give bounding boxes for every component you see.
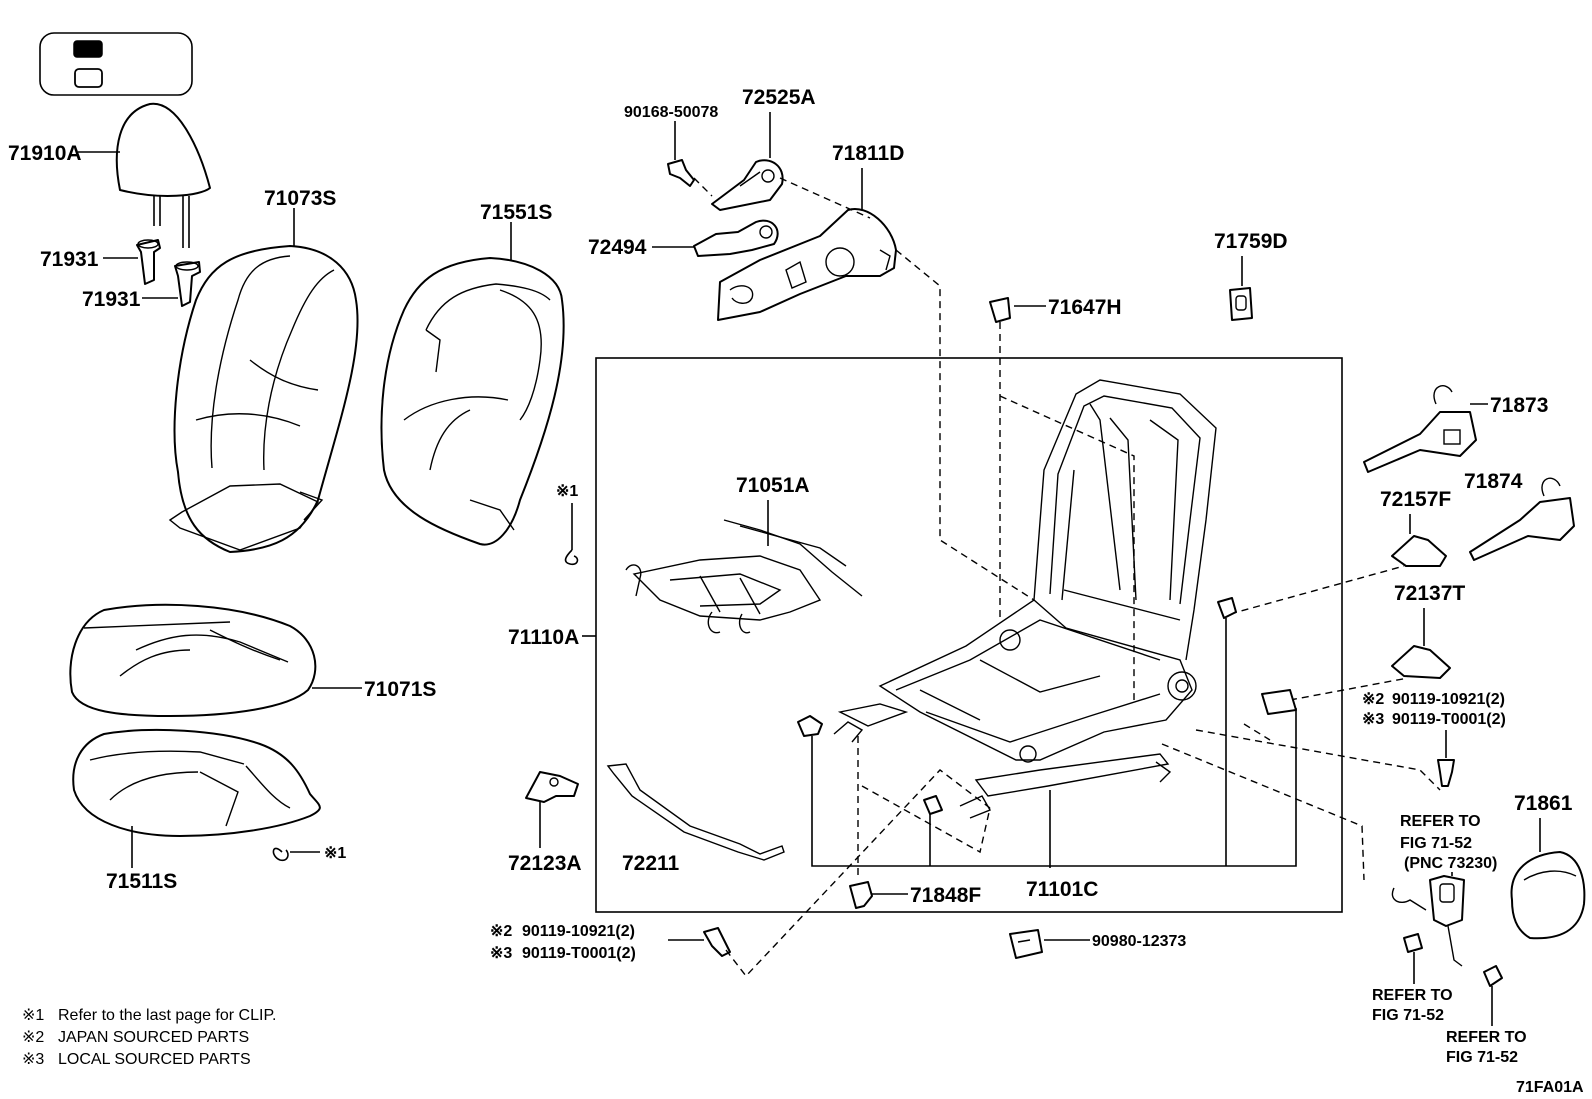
cover-71861[interactable] — [1510, 851, 1586, 940]
spring-assy-71051a[interactable] — [625, 519, 863, 634]
bolt-ref-right-mark2: ※2 — [1362, 691, 1384, 708]
footnote-mark-2: ※2 — [22, 1029, 44, 1046]
bolt-90168[interactable] — [667, 159, 695, 187]
footnote-mark-3: ※3 — [22, 1051, 44, 1068]
footnotes: ※1 Refer to the last page for CLIP. ※2 J… — [22, 1007, 277, 1068]
refer-to-upper-line2[interactable]: FIG 71-52 — [1400, 835, 1472, 852]
part-label-71811d[interactable]: 71811D — [832, 142, 904, 165]
seat-cushion-cover[interactable] — [69, 603, 317, 717]
part-label-71071s[interactable]: 71071S — [364, 678, 436, 701]
seat-frame-71101c[interactable] — [833, 379, 1217, 819]
part-label-72123a[interactable]: 72123A — [508, 852, 582, 875]
refer-to-upper-line1: REFER TO — [1400, 813, 1481, 830]
legend-box — [39, 32, 193, 96]
seat-cushion-pad[interactable] — [72, 728, 321, 837]
hollow-square-icon — [74, 68, 103, 88]
clip-71759d[interactable] — [1229, 287, 1253, 321]
bolt-ref-left-part3[interactable]: 90119-T0001(2) — [522, 945, 636, 962]
part-label-72525a[interactable]: 72525A — [742, 86, 816, 109]
part-label-71551s[interactable]: 71551S — [480, 201, 552, 224]
cover-72157f[interactable] — [1391, 535, 1447, 567]
part-label-72211[interactable]: 72211 — [622, 852, 680, 875]
footnote-text-2: JAPAN SOURCED PARTS — [58, 1029, 249, 1046]
bolt-ref-right-part3[interactable]: 90119-T0001(2) — [1392, 711, 1506, 728]
seat-back-cover[interactable] — [168, 245, 359, 553]
bolt-ref-left-mark3: ※3 — [490, 945, 512, 962]
refer-to-mid-line1: REFER TO — [1372, 987, 1453, 1004]
part-label-90980-12373[interactable]: 90980-12373 — [1092, 933, 1186, 950]
part-label-72137t[interactable]: 72137T — [1394, 582, 1465, 605]
lever-72494[interactable] — [693, 219, 779, 257]
part-label-90168-50078[interactable]: 90168-50078 — [624, 104, 718, 121]
part-label-72494[interactable]: 72494 — [588, 236, 647, 259]
part-label-71647h[interactable]: 71647H — [1048, 296, 1122, 319]
clip-right-lower[interactable] — [1261, 689, 1297, 715]
bolt-ref-right-mark3: ※3 — [1362, 711, 1384, 728]
part-label-71101c[interactable]: 71101C — [1026, 878, 1098, 901]
cover-71874[interactable] — [1469, 477, 1575, 561]
part-label-71511s[interactable]: 71511S — [106, 870, 177, 893]
part-label-71861[interactable]: 71861 — [1514, 792, 1573, 815]
seat-belt-buckle[interactable] — [1391, 875, 1465, 967]
rod-72211[interactable] — [606, 763, 785, 861]
hinge-cover-72525a[interactable] — [711, 159, 784, 211]
frame-assembly-box — [595, 357, 1343, 913]
refer-to-mid-line2[interactable]: FIG 71-52 — [1372, 1007, 1444, 1024]
cover-72137t[interactable] — [1391, 645, 1451, 679]
clip-right-upper[interactable] — [1217, 597, 1237, 619]
footnote-text-3: LOCAL SOURCED PARTS — [58, 1051, 251, 1068]
part-label-71073s[interactable]: 71073S — [264, 187, 336, 210]
headrest-part[interactable] — [115, 102, 211, 248]
refer-to-low-line2[interactable]: FIG 71-52 — [1446, 1049, 1518, 1066]
part-label-71848f[interactable]: 71848F — [910, 884, 981, 907]
bolt-ref-left-mark2: ※2 — [490, 923, 512, 940]
refer-to-upper-line3: (PNC 73230) — [1404, 855, 1497, 872]
footnote-text-1: Refer to the last page for CLIP. — [58, 1007, 277, 1024]
part-label-71874[interactable]: 71874 — [1464, 470, 1523, 493]
part-label-71931-upper[interactable]: 71931 — [40, 248, 99, 271]
clip-71848f[interactable] — [849, 881, 873, 909]
headrest-guide-lower[interactable] — [174, 261, 201, 307]
shield-71811d[interactable] — [717, 208, 897, 321]
bolt-right[interactable] — [1437, 759, 1455, 787]
bolt-ref-right-part2[interactable]: 90119-10921(2) — [1392, 691, 1505, 708]
clip-left[interactable] — [797, 715, 823, 737]
part-label-71931-lower[interactable]: 71931 — [82, 288, 141, 311]
part-label-71759d[interactable]: 71759D — [1214, 230, 1288, 253]
refer-to-low-line1: REFER TO — [1446, 1029, 1527, 1046]
clip-71647h[interactable] — [989, 297, 1011, 323]
bracket-72123a[interactable] — [525, 771, 579, 803]
footnote-mark-1: ※1 — [22, 1007, 44, 1024]
part-label-72157f[interactable]: 72157F — [1380, 488, 1451, 511]
part-label-71110a[interactable]: 71110A — [508, 626, 579, 649]
part-label-71051a[interactable]: 71051A — [736, 474, 810, 497]
headrest-guide-upper[interactable] — [136, 239, 161, 285]
clip-71848f-inner[interactable] — [923, 795, 943, 815]
clip-mark-cushion: ※1 — [324, 845, 346, 862]
bolt-left[interactable] — [703, 927, 731, 957]
filled-square-icon — [73, 40, 103, 58]
refer-nut-low[interactable] — [1483, 965, 1503, 987]
figure-code: 71FA01A — [1516, 1079, 1584, 1096]
bolt-ref-left-part2[interactable]: 90119-10921(2) — [522, 923, 635, 940]
connector-90980-12373[interactable] — [1009, 929, 1043, 959]
part-label-71873[interactable]: 71873 — [1490, 394, 1548, 417]
seat-back-pad[interactable] — [380, 257, 565, 546]
cover-71873[interactable] — [1363, 385, 1477, 473]
part-label-71910a[interactable]: 71910A — [8, 142, 82, 165]
refer-nut-mid[interactable] — [1403, 933, 1423, 953]
clip-mark-back: ※1 — [556, 483, 578, 500]
